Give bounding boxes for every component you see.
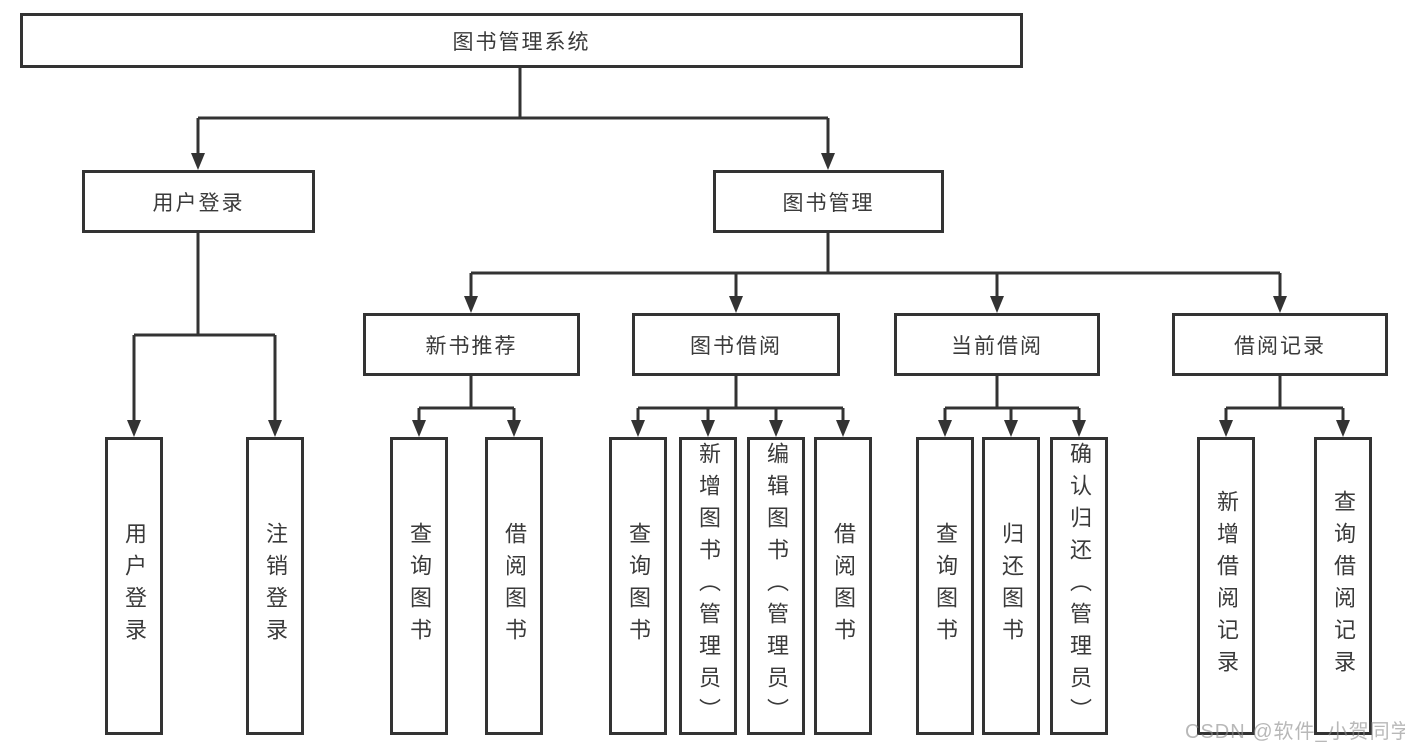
node-current-borrow: 当前借阅 [894, 313, 1100, 376]
leaf-label: 注销登录 [263, 522, 288, 650]
node-label: 用户登录 [152, 191, 245, 215]
leaf-label: 新增借阅记录 [1214, 490, 1239, 682]
leaf-label: 借阅图书 [502, 522, 527, 650]
node-book-management: 图书管理 [713, 170, 944, 233]
node-label: 当前借阅 [951, 334, 1043, 358]
leaf-query-books-borrow: 查询图书 [609, 437, 667, 735]
node-label: 新书推荐 [425, 334, 518, 358]
leaf-logout: 注销登录 [246, 437, 304, 735]
leaf-label: 查询图书 [407, 522, 432, 650]
leaf-query-books-recommend: 查询图书 [390, 437, 448, 735]
leaf-borrow-books-recommend: 借阅图书 [485, 437, 543, 735]
node-book-borrow: 图书借阅 [632, 313, 840, 376]
leaf-label: 新增图书（管理员） [696, 442, 721, 730]
leaf-borrow-books: 借阅图书 [814, 437, 872, 735]
leaf-add-book-admin: 新增图书（管理员） [679, 437, 737, 735]
node-label: 借阅记录 [1234, 334, 1326, 358]
node-new-book-recommend: 新书推荐 [363, 313, 580, 376]
leaf-label: 查询借阅记录 [1331, 490, 1356, 682]
leaf-label: 用户登录 [122, 522, 147, 650]
leaf-query-books-current: 查询图书 [916, 437, 974, 735]
leaf-add-borrow-record: 新增借阅记录 [1197, 437, 1255, 735]
leaf-user-login: 用户登录 [105, 437, 163, 735]
node-label: 图书管理 [782, 191, 875, 215]
leaf-label: 借阅图书 [831, 522, 856, 650]
leaf-edit-book-admin: 编辑图书（管理员） [747, 437, 805, 735]
node-label: 图书借阅 [690, 334, 782, 358]
leaf-label: 编辑图书（管理员） [764, 442, 789, 730]
node-label: 图书管理系统 [452, 30, 591, 54]
leaf-label: 查询图书 [626, 522, 651, 650]
leaf-confirm-return-admin: 确认归还（管理员） [1050, 437, 1108, 735]
leaf-return-books: 归还图书 [982, 437, 1040, 735]
node-borrow-records: 借阅记录 [1172, 313, 1388, 376]
leaf-label: 归还图书 [999, 522, 1024, 650]
arrowheads [127, 153, 1350, 437]
leaf-label: 查询图书 [933, 522, 958, 650]
node-user-login: 用户登录 [82, 170, 315, 233]
leaf-query-borrow-record: 查询借阅记录 [1314, 437, 1372, 735]
csdn-watermark: CSDN @软件_小贺同学 [1185, 721, 1405, 743]
leaf-label: 确认归还（管理员） [1067, 442, 1092, 730]
node-book-management-system: 图书管理系统 [20, 13, 1023, 68]
